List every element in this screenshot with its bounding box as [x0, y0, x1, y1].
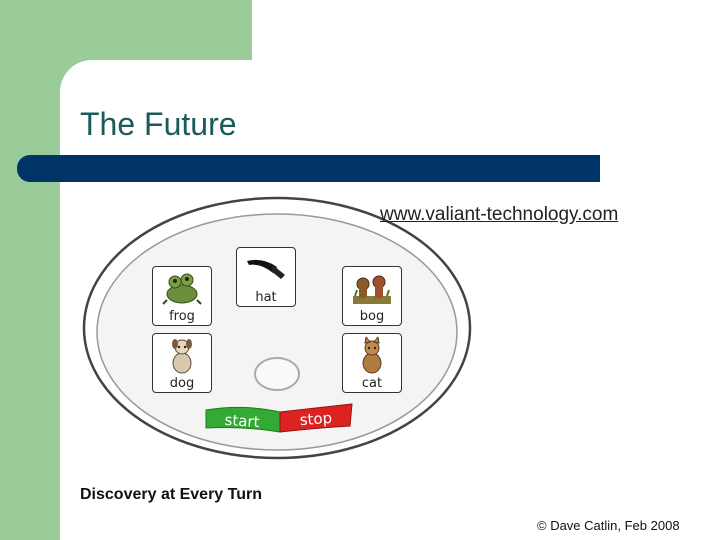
card-word: hat	[255, 290, 277, 305]
hat-icon	[247, 259, 285, 279]
card-bog[interactable]: bog	[342, 266, 402, 326]
card-frog[interactable]: frog	[152, 266, 212, 326]
dog-icon	[172, 339, 192, 374]
card-word: cat	[361, 376, 383, 391]
cat-icon	[362, 337, 382, 374]
center-button	[254, 357, 300, 391]
card-hat[interactable]: hat	[236, 247, 296, 307]
word-game-device: start stop frog hat bog	[82, 196, 472, 460]
card-dog[interactable]: dog	[152, 333, 212, 393]
start-stop-buttons: start stop	[205, 403, 353, 433]
card-word: dog	[169, 376, 195, 391]
website-link[interactable]: www.valiant-technology.com	[380, 204, 619, 225]
slide-title: The Future	[80, 106, 237, 142]
slide-subtitle: Discovery at Every Turn	[80, 486, 263, 503]
start-label: start	[224, 411, 260, 431]
stop-label: stop	[299, 409, 333, 429]
frog-icon	[162, 273, 202, 305]
bog-icon	[353, 275, 391, 304]
copyright-notice: © Dave Catlin, Feb 2008	[537, 518, 680, 533]
card-cat[interactable]: cat	[342, 333, 402, 393]
card-word: bog	[359, 309, 385, 324]
card-word: frog	[169, 309, 195, 324]
title-underline-bar	[17, 155, 600, 182]
stop-button[interactable]	[279, 403, 353, 433]
